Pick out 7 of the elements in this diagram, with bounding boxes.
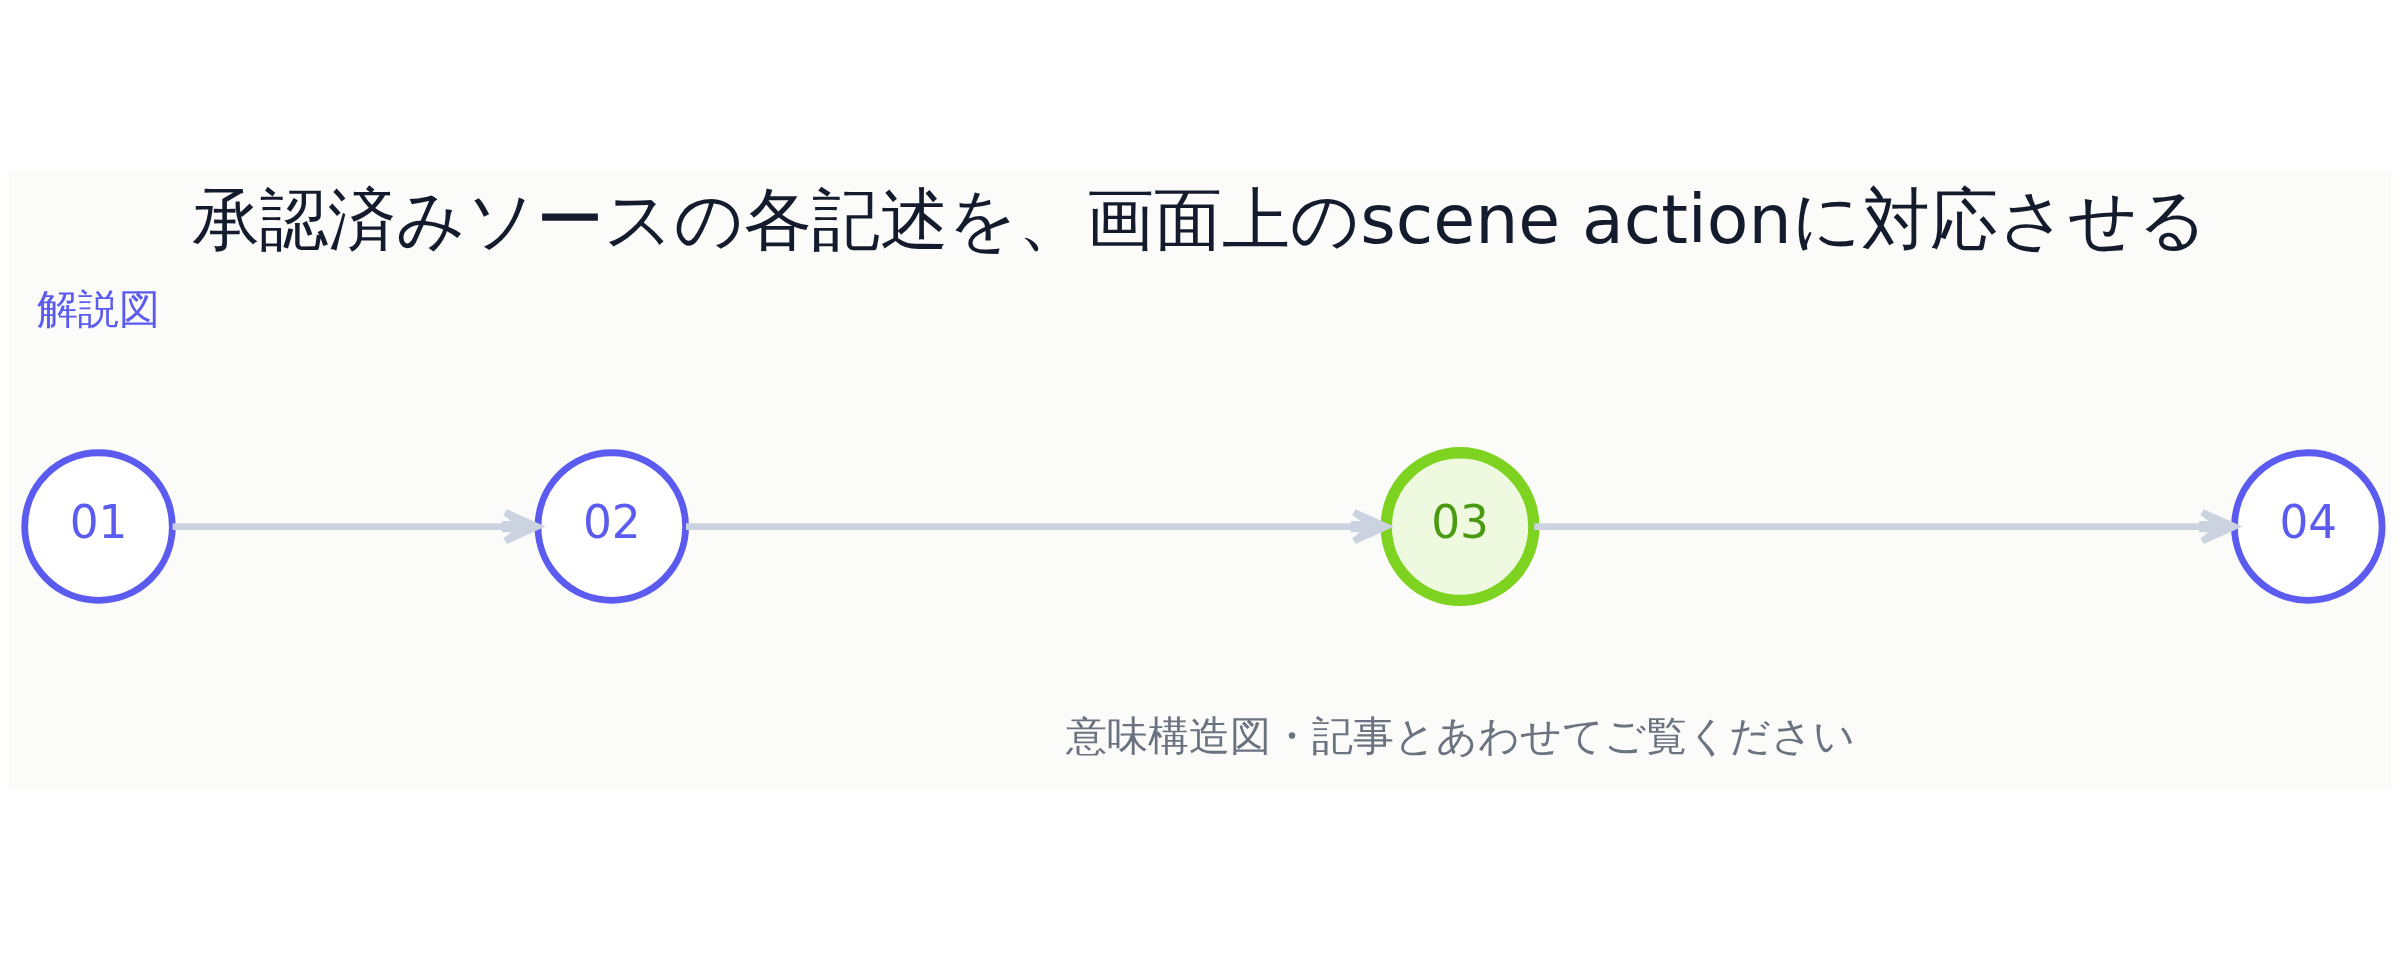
node-circle: 03 (1380, 447, 1540, 607)
diagram-title: 承認済みソースの各記述を、画面上のscene actionに対応させる (192, 179, 2208, 259)
node-circle: 04 (2231, 449, 2386, 604)
node-circle: 01 (21, 449, 176, 604)
node-circle: 02 (534, 449, 689, 604)
label: 解説図 (37, 285, 161, 334)
caption: 意味構造図・記事とあわせてご覧ください (1065, 712, 1855, 761)
